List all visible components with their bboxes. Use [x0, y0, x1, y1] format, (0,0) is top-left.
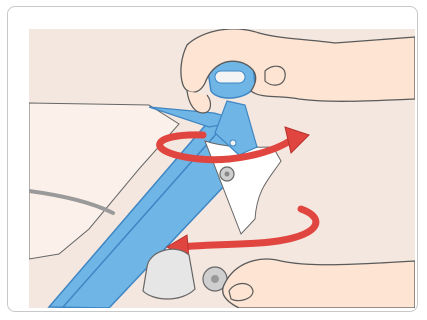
top-hand-thumb	[186, 90, 212, 114]
bottom-hand-finger	[228, 282, 254, 302]
illustration-svg	[29, 29, 415, 308]
strap-rivet	[229, 139, 237, 147]
lower-hardware	[142, 248, 196, 300]
rotate-arrow-icon	[156, 126, 310, 164]
blue-frame-edge	[62, 132, 218, 308]
illustration-panel	[29, 29, 415, 308]
pivot-bolt-center	[224, 171, 230, 177]
buckle-slot	[214, 70, 246, 84]
bottom-hand	[222, 258, 415, 308]
illustration-frame	[7, 6, 418, 312]
lower-knob-center	[211, 275, 219, 283]
strap-band	[214, 100, 258, 156]
top-hand-finger	[264, 65, 286, 86]
fabric-seam	[29, 189, 115, 215]
